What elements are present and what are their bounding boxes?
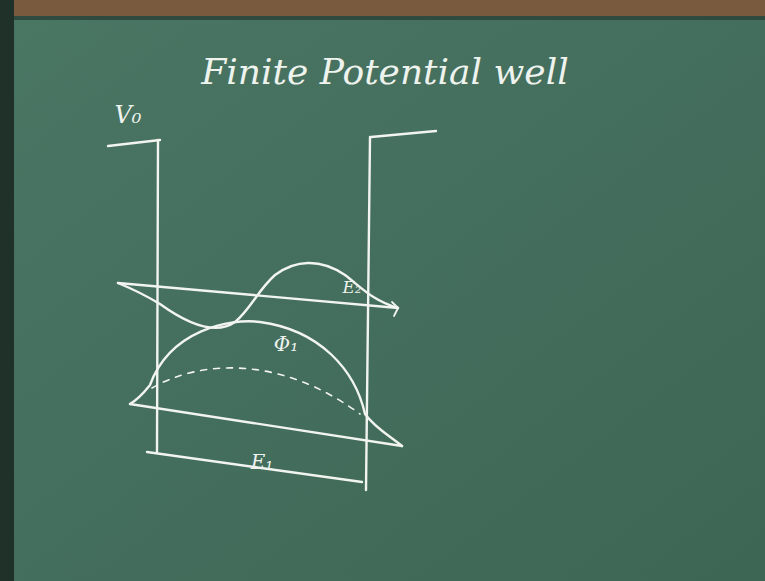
wavefunction-1 bbox=[130, 321, 402, 446]
tail-mark bbox=[392, 302, 398, 316]
energy-label: E₁ bbox=[251, 452, 274, 472]
wavefunction-2 bbox=[118, 263, 398, 328]
wavefunction-1-dashed bbox=[152, 368, 360, 414]
energy-label: E₂ bbox=[342, 279, 361, 296]
well-top-right bbox=[371, 131, 436, 137]
potential-label: V₀ bbox=[115, 103, 142, 127]
well-left-wall bbox=[157, 140, 158, 452]
chalk-title: Finite Potential well bbox=[201, 54, 568, 90]
well-bottom bbox=[147, 452, 362, 482]
board-frame-shadow bbox=[0, 16, 765, 20]
wavefunction-label: Φ₁ bbox=[274, 334, 298, 354]
well-top-left bbox=[108, 140, 160, 146]
board-edge bbox=[0, 0, 14, 581]
energy-level-1 bbox=[130, 404, 402, 446]
well-right-wall bbox=[366, 137, 370, 490]
board-frame bbox=[0, 0, 765, 16]
